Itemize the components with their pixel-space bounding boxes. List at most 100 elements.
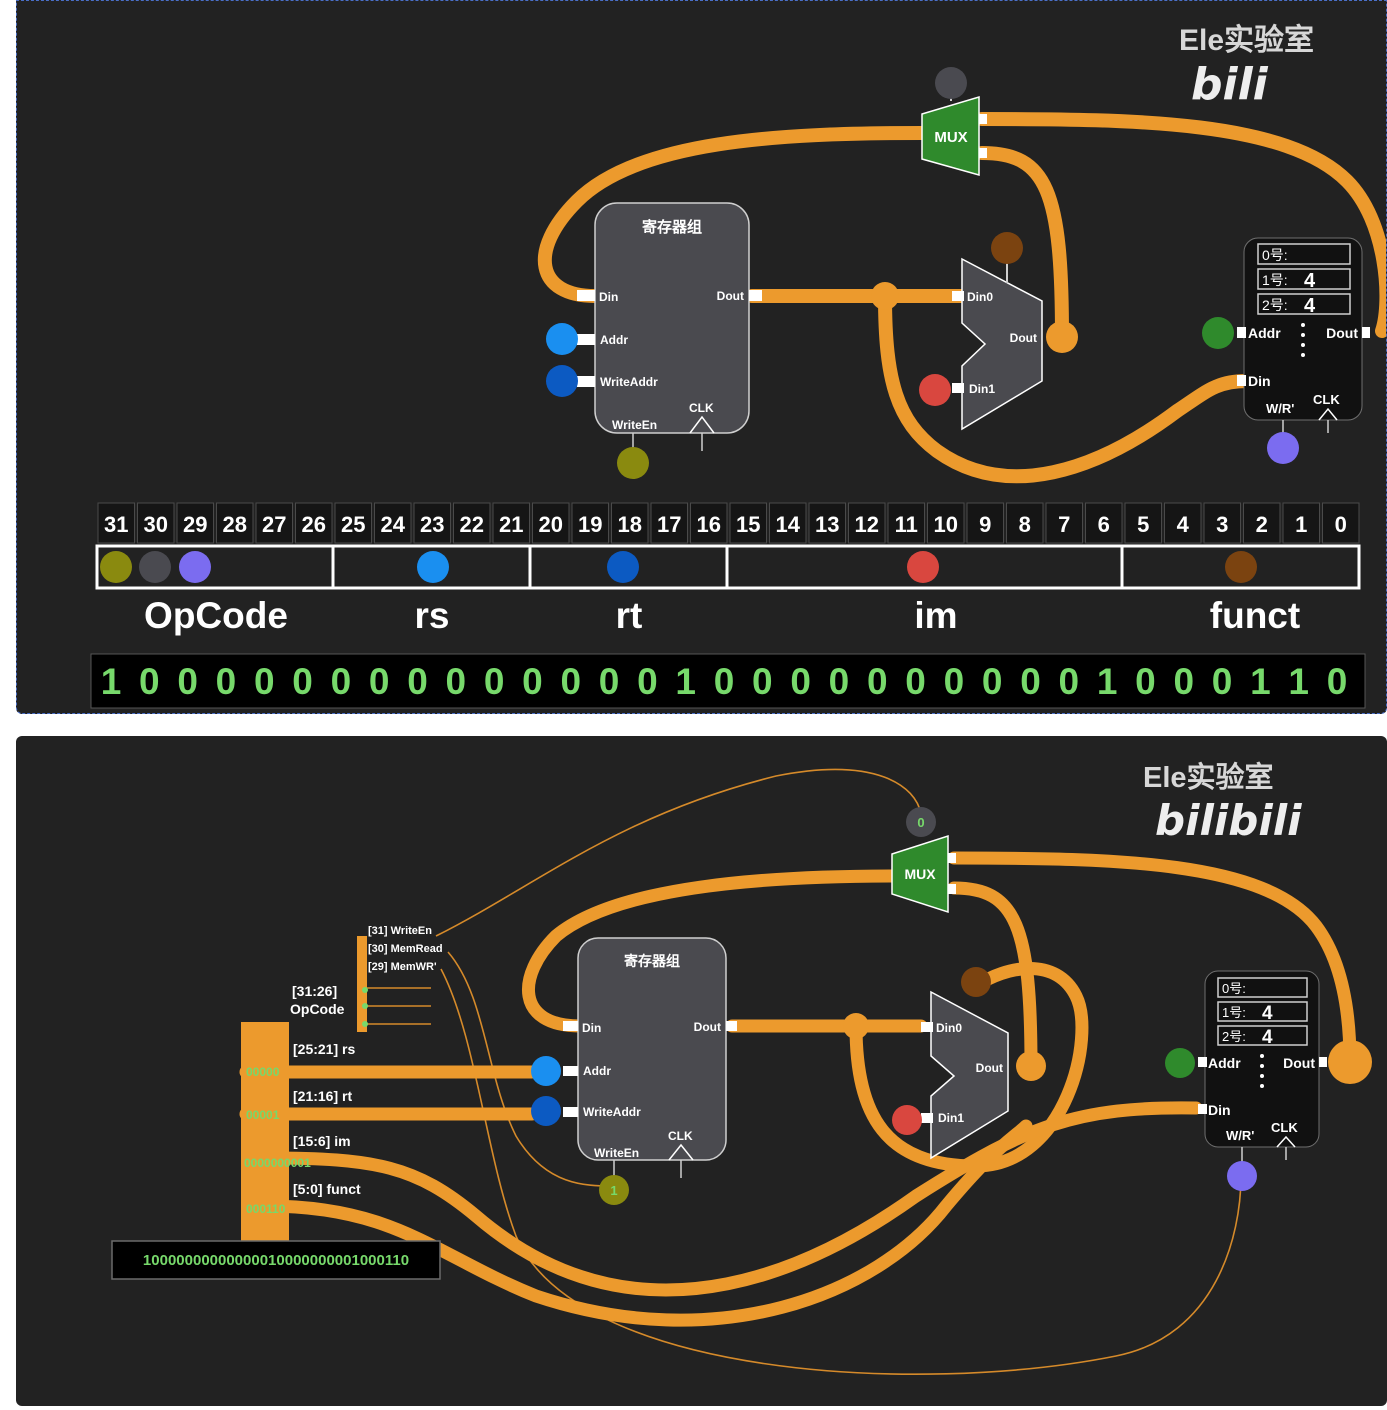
- bit-index-cell: [769, 502, 807, 544]
- data-wires: [239, 851, 1357, 1327]
- instruction-bit: 0: [867, 661, 888, 702]
- bit-index-label: 14: [776, 512, 801, 537]
- mem-dout-label-2: Dout: [1283, 1055, 1315, 1071]
- bit-index-cell: [690, 502, 728, 544]
- memory-row-0: [1257, 243, 1351, 265]
- instruction-bit: 0: [982, 661, 1003, 702]
- instruction-bit: 0: [369, 661, 390, 702]
- watermark: Ele实验室 bili: [1179, 15, 1386, 110]
- mux-body-2: [891, 834, 949, 914]
- instruction-bit: 1: [1097, 661, 1118, 702]
- bus-rs-bits: 00000: [246, 1065, 280, 1079]
- watermark-text-bottom: Ele实验室: [1143, 762, 1274, 794]
- instruction-bit: 0: [254, 661, 275, 702]
- alu-dout-node: [1046, 321, 1078, 353]
- bus-rt-label: [21:16] rt: [293, 1088, 352, 1104]
- field-names: OpCode rs rt im funct: [144, 595, 1300, 636]
- control-wires: [364, 768, 1242, 1375]
- rs-signal-dot: [546, 323, 578, 355]
- writeaddr-port: [577, 376, 595, 387]
- im-signal-dot: [919, 374, 951, 406]
- bus-opcode-range: [31:26]: [292, 983, 337, 999]
- mem-dout-node: [1328, 1040, 1372, 1084]
- bit-index-label: 19: [578, 512, 602, 537]
- instruction-bit: 1: [1288, 661, 1309, 702]
- bit-index-label: 16: [697, 512, 721, 537]
- bit-index-label: 27: [262, 512, 286, 537]
- writeen-signal-dot-2: [599, 1175, 629, 1205]
- bus-funct-label: [5:0] funct: [293, 1181, 361, 1197]
- bit-index-label: 12: [855, 512, 879, 537]
- bit-index-cell: [1006, 502, 1044, 544]
- dout-label-2: Dout: [694, 1020, 721, 1034]
- field-strip: [95, 544, 1361, 590]
- rt-signal-dot-2: [531, 1096, 561, 1126]
- bit-index-label: 6: [1098, 512, 1110, 537]
- alu: Din0 Din1 Dout: [952, 257, 1043, 431]
- bit-index-cell: [1085, 502, 1123, 544]
- mem-addr-label-2: Addr: [1208, 1055, 1241, 1071]
- instruction-bit: 0: [637, 661, 658, 702]
- field-memread-dot: [139, 551, 171, 583]
- bit-index-label: 13: [815, 512, 839, 537]
- wire-mux-to-memdout: [975, 112, 1386, 338]
- wire-junction-2: [843, 1013, 869, 1039]
- wires: [537, 112, 1386, 484]
- bit-index-label: 10: [934, 512, 958, 537]
- alu-din1-label-2: Din1: [938, 1111, 964, 1125]
- field-im-label: im: [914, 595, 957, 636]
- bit-index-cell: [887, 502, 925, 544]
- field-im-dot: [907, 551, 939, 583]
- bit-index-label: 3: [1216, 512, 1228, 537]
- bit-index-cell: [176, 502, 214, 544]
- bit-index-cell: [966, 502, 1004, 544]
- dout-label: Dout: [717, 289, 744, 303]
- writeaddr-label: WriteAddr: [600, 375, 658, 389]
- writeaddr-label-2: WriteAddr: [583, 1105, 641, 1119]
- mem-dout-port: [1362, 327, 1370, 338]
- bus-im-label: [15:6] im: [293, 1133, 351, 1149]
- instruction-bit: 1: [1250, 661, 1271, 702]
- bit-index-cell: [255, 502, 293, 544]
- clk-label: CLK: [689, 401, 714, 415]
- memory: 0号: 1号: 4 2号: 4 Addr Dout Din W/R' CLK: [1237, 237, 1370, 435]
- bit-index-cell: [1164, 502, 1202, 544]
- field-funct-dot: [1225, 551, 1257, 583]
- mux-label: MUX: [934, 129, 967, 146]
- bit-index-label: 9: [979, 512, 991, 537]
- wire-mux-to-memdout-2: [947, 851, 1357, 1069]
- field-rt-label: rt: [616, 595, 643, 636]
- field-rt-dot: [607, 551, 639, 583]
- bit-index-label: 31: [104, 512, 128, 537]
- ctrl-memread-label: [30] MemRead: [368, 943, 443, 955]
- instruction-bit: 0: [446, 661, 467, 702]
- instruction-bit: 0: [905, 661, 926, 702]
- instruction-bit: 0: [292, 661, 313, 702]
- mem-din-label-2: Din: [1208, 1102, 1231, 1118]
- mux-body: [921, 95, 980, 176]
- bus-opcode-name: OpCode: [290, 1001, 345, 1017]
- bit-index-label: 25: [341, 512, 365, 537]
- bit-index-cell: [1282, 502, 1320, 544]
- memory-row-2-label-2: 2号:: [1222, 1029, 1246, 1044]
- wire-ctrl-mux: [435, 768, 922, 937]
- mem-addr-port: [1237, 327, 1246, 338]
- addr-label-2: Addr: [583, 1064, 611, 1078]
- mux-port-b: [979, 148, 987, 158]
- mem-wr-label: W/R': [1266, 401, 1294, 416]
- instruction-bit: 0: [1135, 661, 1156, 702]
- bit-index-label: 20: [539, 512, 563, 537]
- wire-mux-to-din: [537, 126, 929, 303]
- bit-index-cell: [808, 502, 846, 544]
- instruction-bit: 0: [829, 661, 850, 702]
- bit-index-label: 0: [1335, 512, 1347, 537]
- memory-row-0-label-2: 0号:: [1222, 981, 1246, 996]
- mem-clk-icon-2: [1276, 1135, 1296, 1148]
- memory-row-2: [1257, 293, 1351, 315]
- wire-mux-to-alu-2: [947, 881, 1038, 1073]
- register-file-title-2: 寄存器组: [624, 953, 680, 969]
- bus-im-bits: 0000000001: [244, 1156, 311, 1170]
- alu-din1-port: [952, 383, 964, 393]
- writeen-label: WriteEn: [612, 418, 657, 432]
- clk-icon-2: [668, 1143, 694, 1161]
